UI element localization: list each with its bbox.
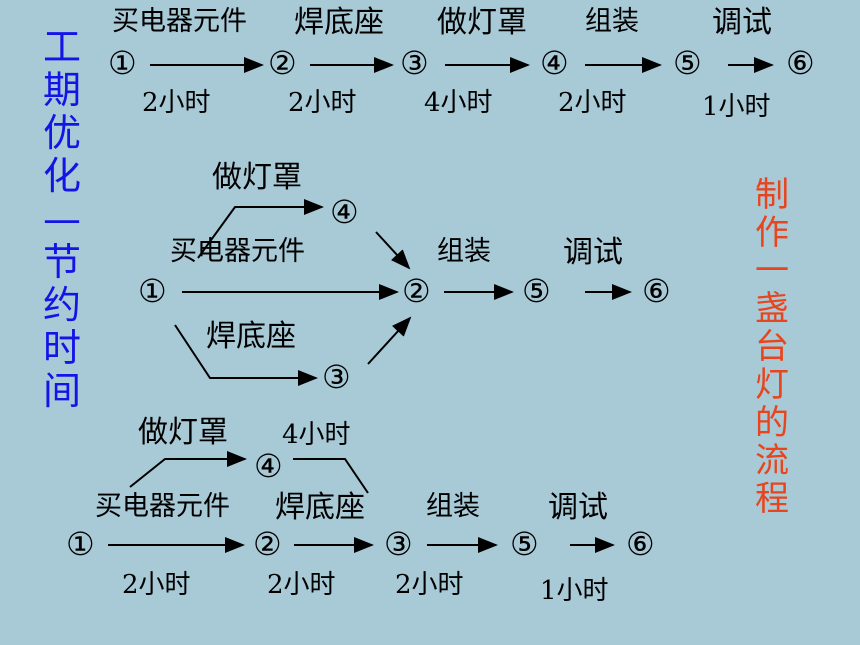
r3-label-debug: 调试: [548, 490, 608, 525]
r2-node-2: ②: [402, 272, 431, 310]
arrow-r2-4-2: [375, 231, 411, 270]
r3-node-4: ④: [254, 447, 283, 485]
r3-node-1: ①: [66, 525, 95, 563]
r2-label-debug: 调试: [563, 235, 623, 270]
r3-time-buy: 2小时: [122, 570, 191, 600]
r1-time-base: 2小时: [288, 88, 357, 118]
r2-label-buy: 买电器元件: [170, 236, 305, 267]
r1-time-buy: 2小时: [142, 88, 211, 118]
r1-time-debug: 1小时: [702, 92, 771, 122]
arrow-r2-1-3: [174, 324, 318, 386]
r2-label-base: 焊底座: [206, 319, 296, 354]
r3-node-3: ③: [384, 525, 413, 563]
r1-node-1: ①: [108, 44, 137, 82]
left-vertical-title: 工期优化—节约时间: [42, 25, 81, 413]
r3-node-2: ②: [253, 525, 282, 563]
r3-time-shade: 4小时: [282, 420, 351, 450]
r3-label-base: 焊底座: [275, 490, 365, 525]
r1-label-shade: 做灯罩: [437, 5, 527, 40]
r1-node-5: ⑤: [673, 44, 702, 82]
r1-time-shade: 4小时: [424, 88, 493, 118]
r2-node-5: ⑤: [522, 272, 551, 310]
line-r3-4-3: [293, 458, 369, 494]
arrow-r2-1-4: [197, 199, 324, 259]
r1-node-4: ④: [540, 44, 569, 82]
r1-label-buy: 买电器元件: [112, 6, 247, 37]
r1-node-2: ②: [268, 44, 297, 82]
r1-label-debug: 调试: [712, 5, 772, 40]
r3-node-6: ⑥: [626, 525, 655, 563]
r3-label-assemble: 组装: [426, 491, 480, 522]
r3-node-5: ⑤: [510, 525, 539, 563]
r1-label-base: 焊底座: [294, 5, 384, 40]
arrow-r2-3-2: [367, 316, 412, 365]
right-vertical-title: 制作一盏台灯的流程: [755, 175, 789, 519]
r1-node-6: ⑥: [786, 44, 815, 82]
r3-time-debug: 1小时: [540, 576, 609, 606]
r3-time-base: 2小时: [267, 570, 336, 600]
r3-label-shade: 做灯罩: [138, 415, 228, 450]
r2-node-1: ①: [138, 272, 167, 310]
r1-time-assemble: 2小时: [558, 88, 627, 118]
r1-node-3: ③: [400, 44, 429, 82]
r2-label-shade: 做灯罩: [212, 160, 302, 195]
r2-node-4: ④: [330, 193, 359, 231]
r2-node-6: ⑥: [642, 272, 671, 310]
r3-label-buy: 买电器元件: [95, 491, 230, 522]
r2-node-3: ③: [322, 358, 351, 396]
arrow-r3-1-4: [129, 451, 247, 488]
r2-label-assemble: 组装: [437, 236, 491, 267]
r1-label-assemble: 组装: [585, 6, 639, 37]
r3-time-assemble: 2小时: [395, 570, 464, 600]
